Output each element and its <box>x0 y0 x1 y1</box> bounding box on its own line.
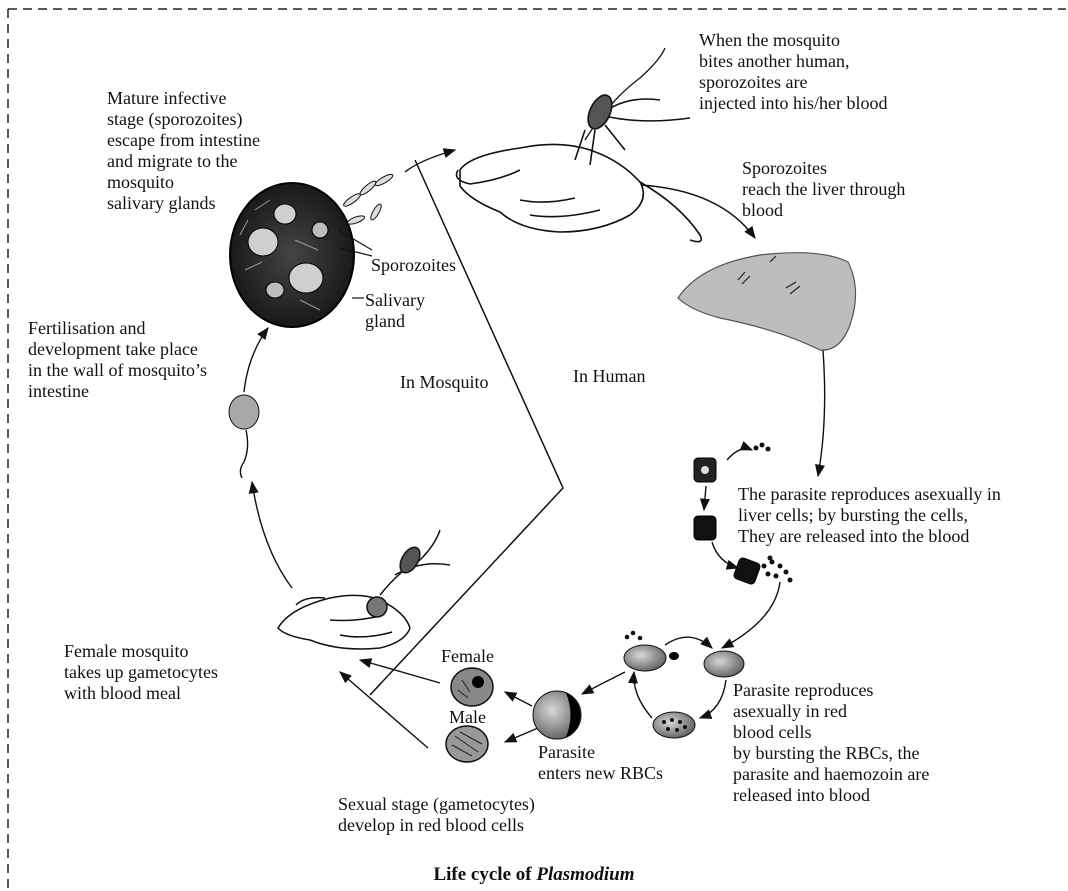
label-rbc-reproduction: Parasite reproduces asexually in red blo… <box>733 680 929 806</box>
male-gametocyte <box>446 726 488 762</box>
label-mature-infective: Mature infective stage (sporozoites) esc… <box>107 88 260 214</box>
arrow-sporozoites-to-hand <box>405 150 455 172</box>
liver <box>678 253 856 350</box>
label-in-mosquito: In Mosquito <box>400 372 489 393</box>
hand-mosquito-top <box>457 48 702 242</box>
arrow-rbc-top <box>665 637 712 648</box>
arrow-male-to-mosquito <box>340 672 428 748</box>
label-salivary-gland: Salivary gland <box>365 290 425 332</box>
new-rbc <box>533 691 581 739</box>
label-liver-reproduction: The parasite reproduces asexually in liv… <box>738 484 1001 547</box>
arrow-mosquito-up <box>252 482 292 588</box>
zygote <box>229 395 259 478</box>
label-female-mosquito: Female mosquito takes up gametocytes wit… <box>64 641 218 704</box>
label-parasite-enters: Parasite enters new RBCs <box>538 742 663 784</box>
figure-caption: Life cycle of Plasmodium <box>0 864 1068 886</box>
caption-prefix: Life cycle of <box>433 864 536 885</box>
arrow-liver-cell-down <box>704 486 706 510</box>
label-fertilisation: Fertilisation and development take place… <box>28 318 207 402</box>
arrow-to-female <box>505 692 532 706</box>
label-in-human: In Human <box>573 366 645 387</box>
label-sexual-stage: Sexual stage (gametocytes) develop in re… <box>338 794 535 836</box>
arrow-liver-cell-burst <box>712 542 738 568</box>
arrow-rbc-to-new <box>582 672 625 694</box>
arrow-to-rbc-cycle <box>722 582 780 648</box>
label-mosquito-bites: When the mosquito bites another human, s… <box>699 30 887 114</box>
arrow-liver-down <box>818 350 825 476</box>
label-sporozoites-liver: Sporozoites reach the liver through bloo… <box>742 158 905 221</box>
arrow-liver-cell-up <box>727 449 752 460</box>
arrow-intestine-up <box>244 328 268 392</box>
label-female: Female <box>441 646 494 667</box>
hand-mosquito-bottom <box>278 530 450 649</box>
caption-italic: Plasmodium <box>536 864 634 885</box>
label-male: Male <box>449 707 486 728</box>
label-sporozoites: Sporozoites <box>371 255 456 276</box>
arrow-rbc-right-down <box>700 680 726 718</box>
female-gametocyte <box>451 668 493 706</box>
arrow-rbc-bottom-up <box>634 672 652 718</box>
arrow-to-male <box>505 728 538 742</box>
